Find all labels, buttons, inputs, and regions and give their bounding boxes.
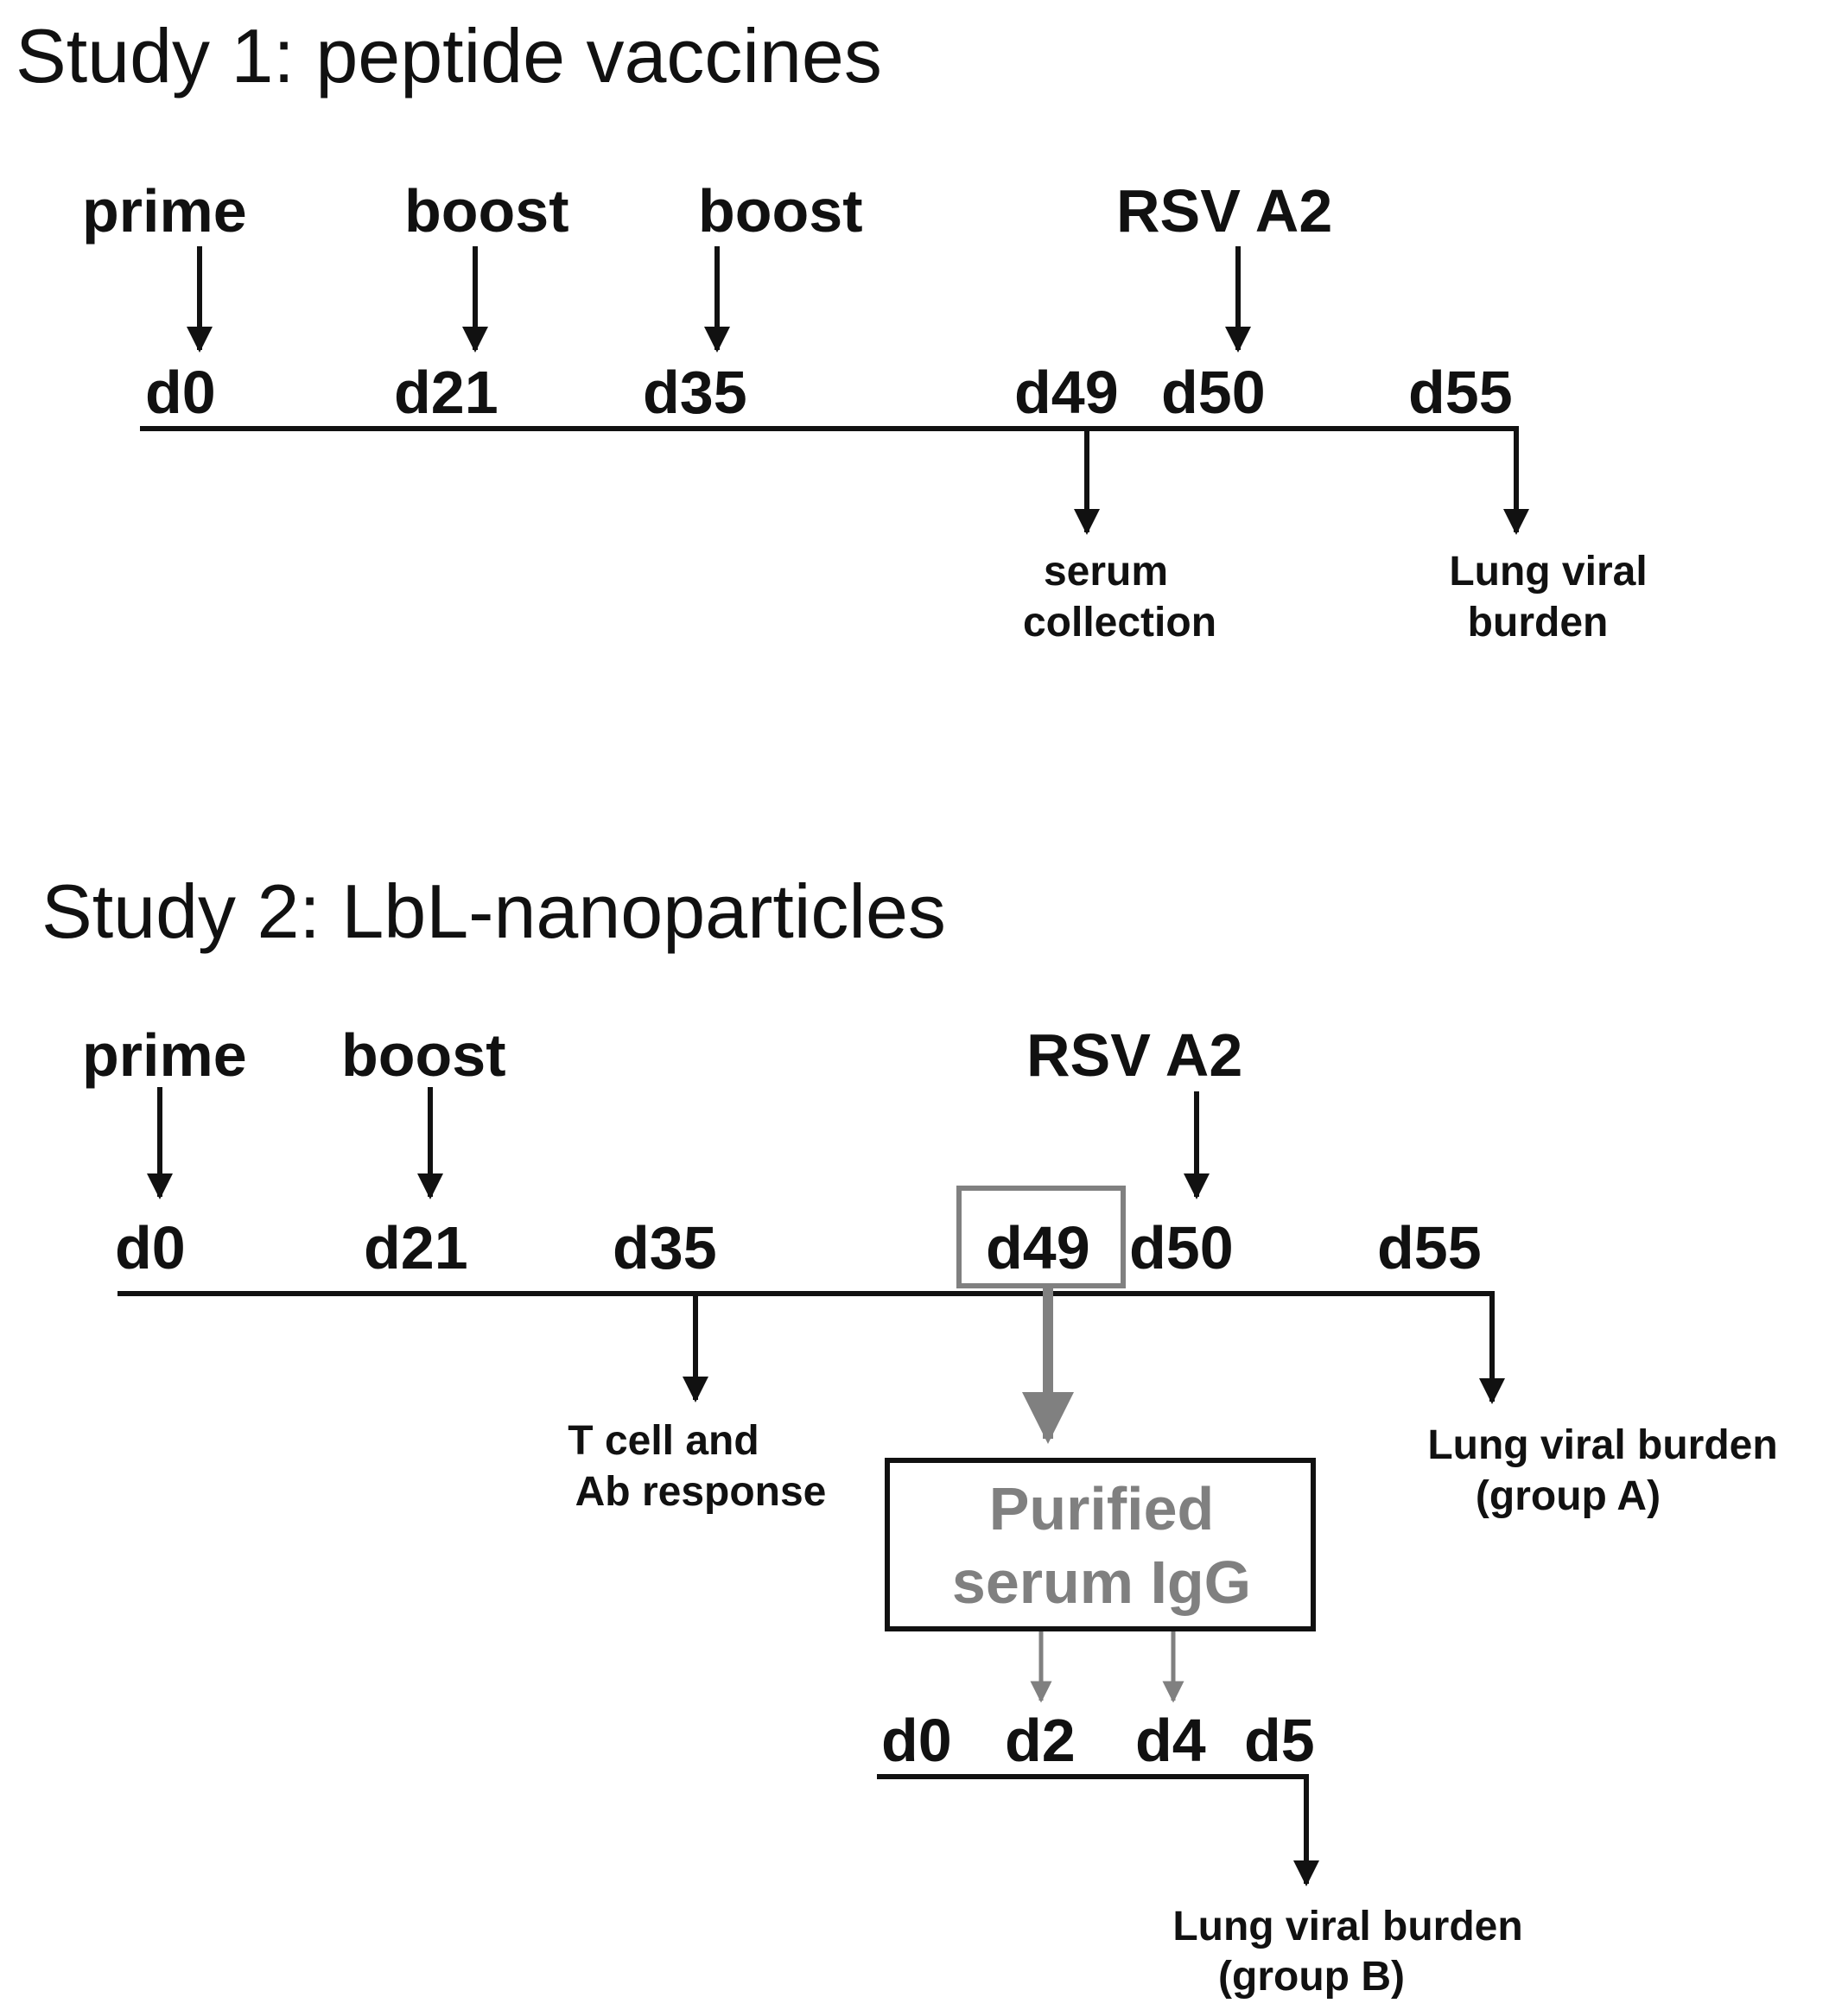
study1-note-serum-line1: serum [1044,549,1168,595]
study2-note-lung-b-line2: (group B) [1218,1954,1405,2000]
study1-day-d21: d21 [394,359,499,426]
study2-day-d50: d50 [1129,1214,1234,1281]
sub-day-d0: d0 [881,1707,952,1774]
sub-day-d4: d4 [1135,1707,1206,1774]
study2-d49-highlight-box [956,1186,1126,1288]
purified-igg-label-line1: Purified [989,1475,1215,1542]
study1-title: Study 1: peptide vaccines [16,13,882,99]
study1-day-d50: d50 [1161,359,1266,426]
sub-day-d5: d5 [1244,1707,1315,1774]
study2-note-lung-b-line1: Lung viral burden [1172,1904,1522,1949]
study1-event-boost-2: boost [698,177,863,245]
study2-day-d21: d21 [364,1214,468,1281]
study1-day-d49: d49 [1014,359,1119,426]
study1-event-rsv-a2: RSV A2 [1116,177,1332,245]
study1-day-d0: d0 [145,359,216,426]
study2-note-tcell-line2: Ab response [575,1469,827,1515]
study2-day-d49: d49 [986,1214,1090,1281]
study2-day-d55: d55 [1377,1214,1482,1281]
study1-note-lung-line2: burden [1468,600,1609,646]
purified-igg-box [885,1458,1316,1631]
study1-note-lung-line1: Lung viral [1449,549,1647,595]
study2-note-lung-a-line1: Lung viral burden [1427,1422,1777,1468]
study1-event-prime: prime [82,177,247,245]
study1-note-serum-line2: collection [1023,600,1216,646]
study2-note-lung-a-line2: (group A) [1476,1473,1661,1519]
study1-day-d35: d35 [643,359,747,426]
study1-event-boost-1: boost [404,177,569,245]
study2-event-rsv-a2: RSV A2 [1026,1021,1242,1089]
sub-day-d2: d2 [1005,1707,1076,1774]
study2-day-d0: d0 [115,1214,186,1281]
study2-day-d35: d35 [613,1214,717,1281]
study2-event-prime: prime [82,1021,247,1089]
study2-note-tcell-line1: T cell and [568,1418,759,1464]
purified-igg-label-line2: serum IgG [952,1549,1251,1616]
study1-day-d55: d55 [1408,359,1513,426]
study2-event-boost: boost [341,1021,506,1089]
study2-title: Study 2: LbL-nanoparticles [41,868,946,954]
